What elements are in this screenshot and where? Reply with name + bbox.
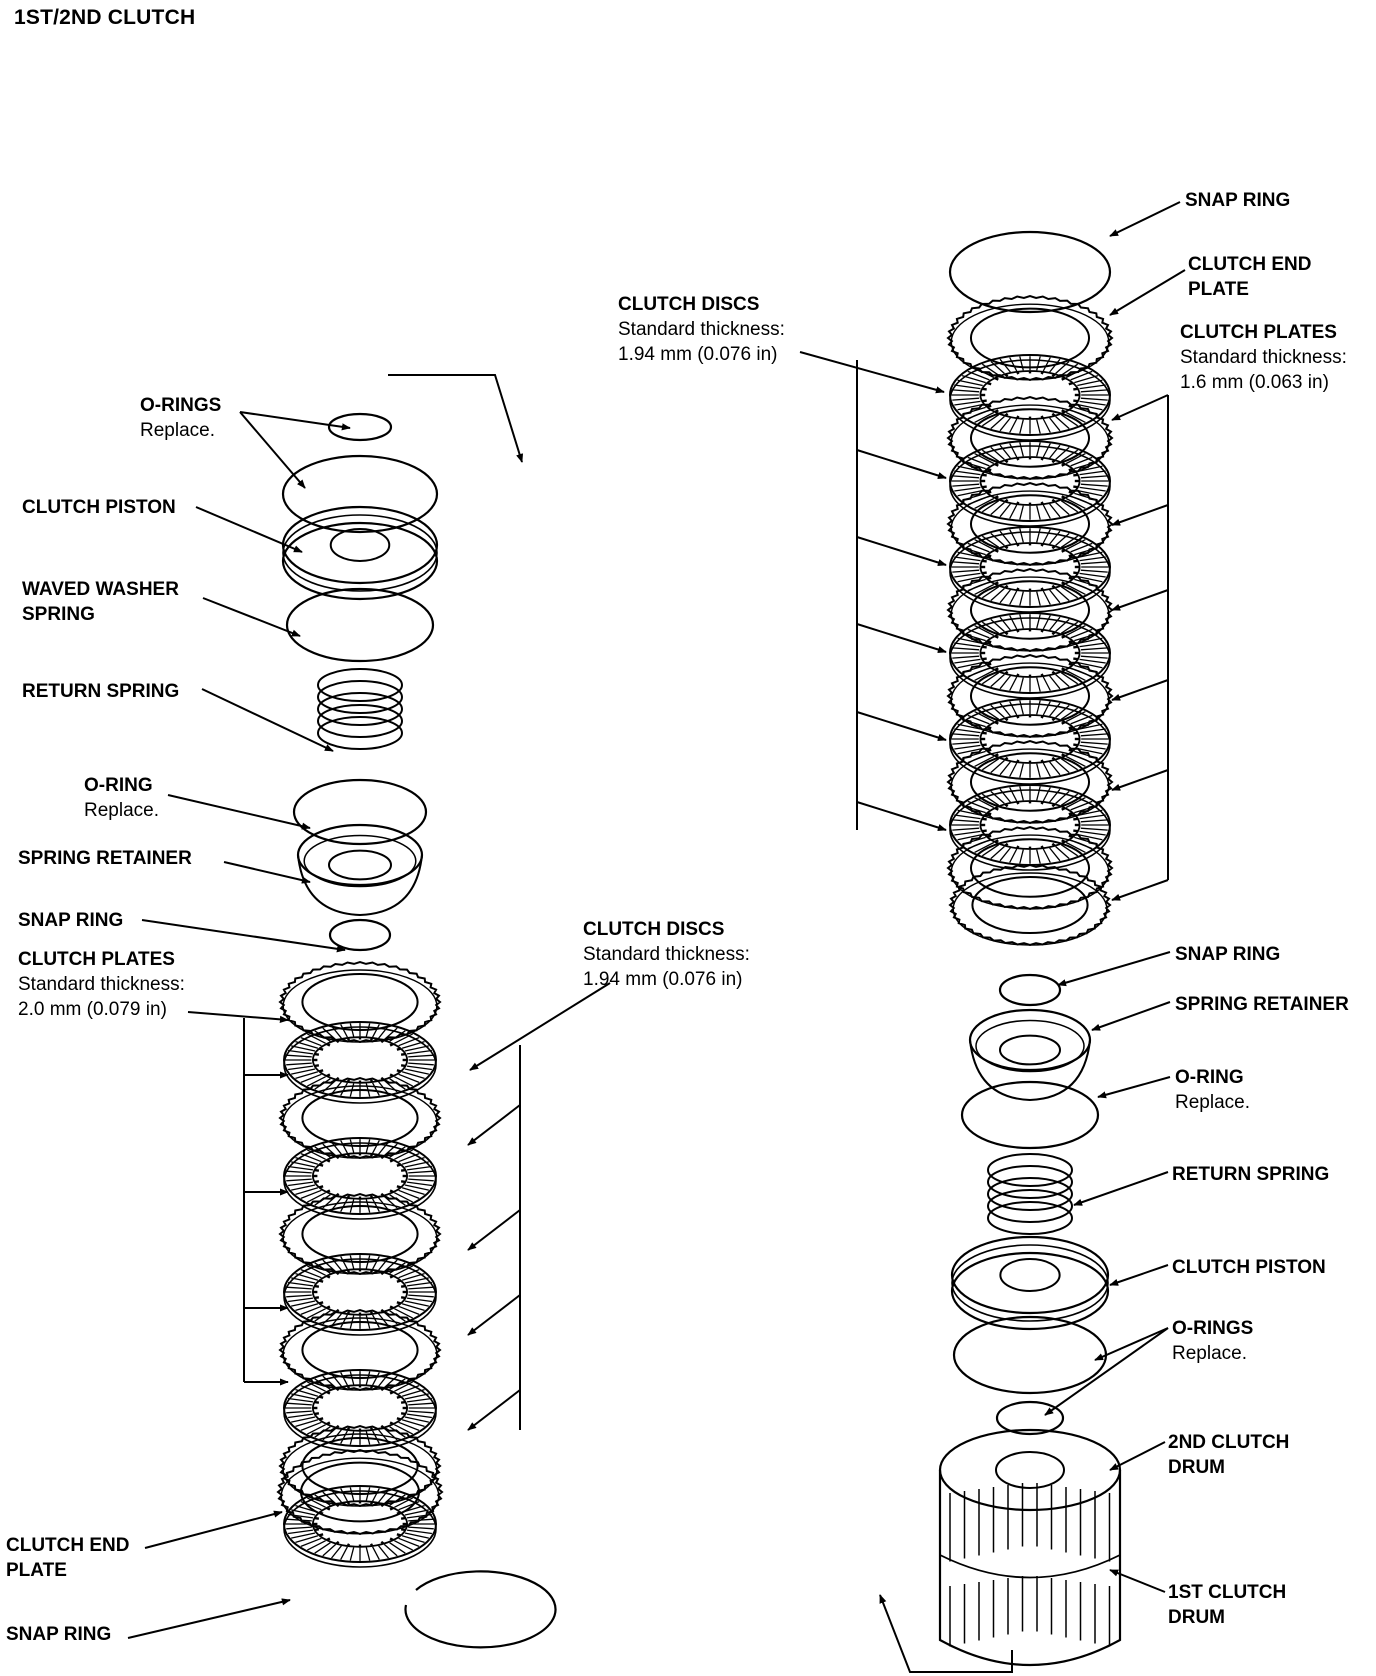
leader-discs-right-3 <box>856 623 947 654</box>
label-spring-retainer-left: SPRING RETAINER <box>18 848 192 869</box>
clutch-disc-left-part <box>283 1485 437 1568</box>
leader-return-spring-right <box>1073 1171 1169 1206</box>
leader-o-ring-left <box>167 794 311 830</box>
label-snap-ring-left-bottom: SNAP RING <box>6 1624 112 1645</box>
leader-snap-ring-right-mid <box>1057 951 1171 987</box>
leader-discs-right-4 <box>856 711 947 742</box>
clutch-disc-right-part <box>949 698 1111 785</box>
flow-arrow-top <box>388 374 524 463</box>
leader-discs-right-5 <box>856 801 947 832</box>
label-1st-clutch-drum: 1ST CLUTCH DRUM <box>1168 1582 1287 1628</box>
o-ring-left-part <box>292 778 428 846</box>
label-snap-ring-right-mid: SNAP RING <box>1175 944 1281 965</box>
leader-return-spring-left <box>201 688 334 752</box>
label-return-spring-right: RETURN SPRING <box>1172 1164 1330 1185</box>
right-stack-parts <box>938 230 1122 1666</box>
clutch-end-plate-right-part <box>946 294 1114 382</box>
leader-spring-retainer-right <box>1091 1001 1171 1031</box>
spring-retainer-left-part <box>296 823 424 917</box>
snap-ring-right-top-part <box>948 230 1112 314</box>
label-clutch-discs-left: CLUTCH DISCS Standard thickness: 1.94 mm… <box>583 919 750 990</box>
clutch-plate-right-part <box>946 739 1114 825</box>
leader-discs-left-2 <box>467 1209 521 1251</box>
leader-clutch-piston-left <box>195 506 303 553</box>
left-stack-parts <box>276 412 557 1649</box>
label-snap-ring-right-top: SNAP RING <box>1185 190 1291 211</box>
leader-o-rings-right-a <box>1094 1327 1169 1361</box>
label-clutch-piston-left: CLUTCH PISTON <box>22 497 176 518</box>
clutch-plate-right-part <box>946 825 1114 911</box>
leader-discs-right-1 <box>856 449 947 480</box>
waved-washer-spring-part <box>285 587 435 663</box>
leader-discs-left-3 <box>467 1294 521 1336</box>
return-spring-right-part <box>987 1153 1073 1235</box>
leader-o-rings-a <box>239 411 351 431</box>
clutch-plate-right-part <box>946 653 1114 739</box>
clutch-drum-part <box>938 1428 1122 1666</box>
clutch-plate-right-part <box>946 481 1114 567</box>
leader-discs-left-0 <box>469 982 611 1071</box>
label-o-rings-right: O-RINGS Replace. <box>1172 1318 1254 1364</box>
label-clutch-plates-left: CLUTCH PLATES Standard thickness: 2.0 mm… <box>18 949 185 1020</box>
o-ring-small-right-part <box>995 1400 1065 1436</box>
flow-arrow-bottom <box>879 1594 1013 1673</box>
label-2nd-clutch-drum: 2ND CLUTCH DRUM <box>1168 1432 1290 1478</box>
label-spring-retainer-right: SPRING RETAINER <box>1175 994 1349 1015</box>
snap-ring-right-mid-part <box>998 973 1062 1007</box>
label-return-spring-left: RETURN SPRING <box>22 681 180 702</box>
label-waved-washer-spring: WAVED WASHER SPRING <box>22 579 179 625</box>
label-o-ring-left: O-RING Replace. <box>84 775 159 821</box>
leader-plates-right-0 <box>1111 394 1169 421</box>
o-ring-small-left-part <box>327 412 393 442</box>
o-ring-right-part <box>960 1080 1100 1150</box>
label-clutch-piston-right: CLUTCH PISTON <box>1172 1257 1326 1278</box>
clutch-plate-right-part <box>946 395 1114 481</box>
return-spring-left-part <box>317 668 403 750</box>
o-ring-large-left-part <box>281 454 439 534</box>
leader-discs-left-1 <box>467 1104 521 1146</box>
clutch-plate-right-bottom-part <box>948 863 1112 947</box>
leader-o-rings-b <box>239 411 306 489</box>
leader-plates-right-5 <box>1111 879 1169 901</box>
label-clutch-end-plate-right: CLUTCH END PLATE <box>1188 254 1312 300</box>
leader-o-ring-right <box>1097 1076 1171 1099</box>
leader-o-rings-right-b <box>1044 1327 1169 1416</box>
snap-ring-left-top-part <box>328 918 392 952</box>
label-o-rings-left: O-RINGS Replace. <box>140 395 222 441</box>
leader-1st-drum <box>1109 1569 1166 1593</box>
clutch-disc-left-part <box>283 1137 437 1220</box>
label-clutch-end-plate-left: CLUTCH END PLATE <box>6 1535 130 1581</box>
label-snap-ring-left-top: SNAP RING <box>18 910 124 931</box>
spring-retainer-right-part <box>968 1008 1092 1102</box>
leader-2nd-drum <box>1109 1441 1166 1471</box>
leader-discs-right-0 <box>799 351 945 394</box>
leader-clutch-end-plate-right <box>1109 269 1186 316</box>
leader-waved-washer <box>202 597 301 637</box>
leader-snap-ring-left-bottom <box>127 1598 291 1639</box>
leader-clutch-piston-right <box>1109 1264 1169 1286</box>
leader-spring-retainer-left <box>223 861 311 884</box>
leader-plates-right-1 <box>1111 504 1169 526</box>
leader-plates-right-2 <box>1111 589 1169 611</box>
label-clutch-plates-right: CLUTCH PLATES Standard thickness: 1.6 mm… <box>1180 322 1347 393</box>
clutch-disc-left-part <box>283 1021 437 1104</box>
leader-snap-ring-right-top <box>1109 201 1181 237</box>
leader-lines <box>127 201 1186 1673</box>
label-o-ring-right: O-RING Replace. <box>1175 1067 1250 1113</box>
leader-plates-right-3 <box>1111 679 1169 701</box>
clutch-piston-left-part <box>281 505 439 601</box>
leader-plates-left-0 <box>187 1011 289 1023</box>
leader-plates-right-4 <box>1111 769 1169 791</box>
clutch-piston-right-part <box>950 1235 1110 1331</box>
clutch-end-plate-left-part <box>276 1448 444 1536</box>
leader-snap-ring-left <box>141 919 346 953</box>
clutch-plate-right-part <box>946 567 1114 653</box>
label-clutch-discs-right: CLUTCH DISCS Standard thickness: 1.94 mm… <box>618 294 785 365</box>
leader-discs-right-2 <box>856 536 947 567</box>
leader-clutch-end-plate-left <box>144 1510 283 1549</box>
page-title: 1ST/2ND CLUTCH <box>14 6 196 29</box>
leader-discs-left-4 <box>467 1389 521 1431</box>
snap-ring-left-bottom-part <box>404 1570 557 1649</box>
